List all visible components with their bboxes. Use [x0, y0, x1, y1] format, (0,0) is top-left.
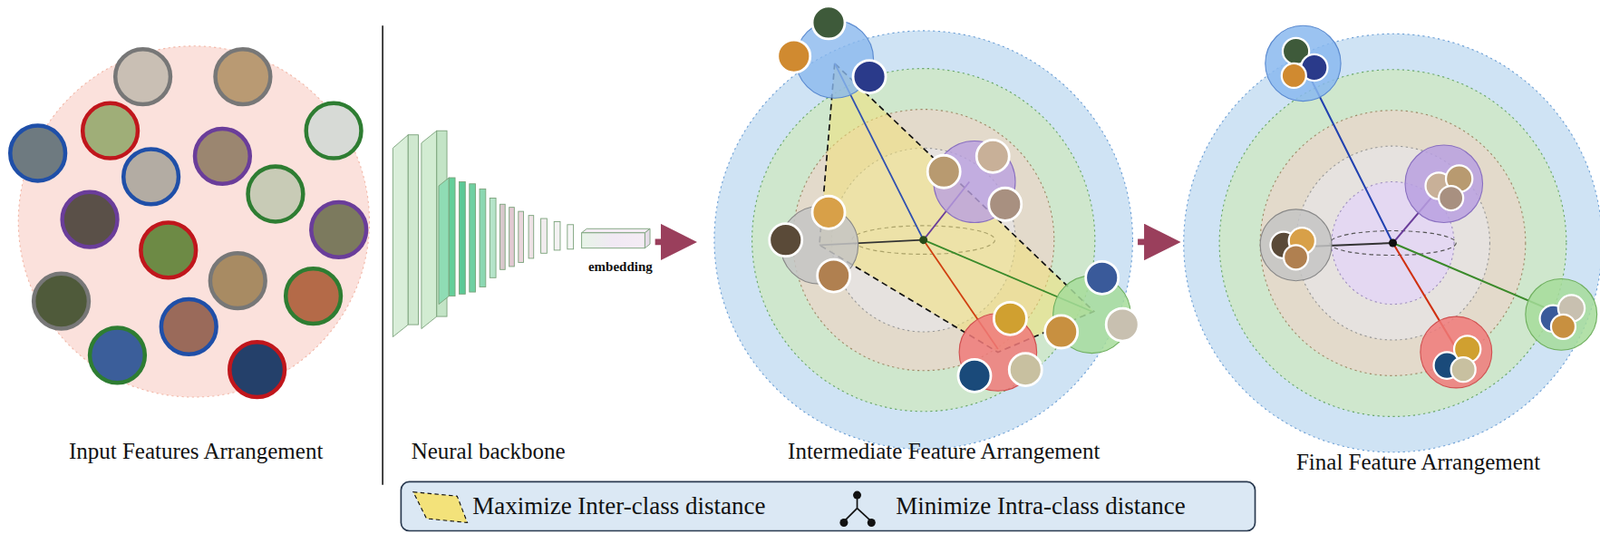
panel-caption: Neural backbone — [411, 438, 566, 466]
legend-text: Minimize Intra-class distance — [895, 492, 1185, 521]
panel-caption: Final Feature Arrangement — [1296, 449, 1541, 476]
panel-caption: Intermediate Feature Arrangement — [787, 438, 1100, 466]
panel-caption: Input Features Arrangement — [68, 438, 323, 466]
legend-text: Maximize Inter-class distance — [472, 492, 766, 521]
layer-label: embedding — [588, 259, 653, 275]
